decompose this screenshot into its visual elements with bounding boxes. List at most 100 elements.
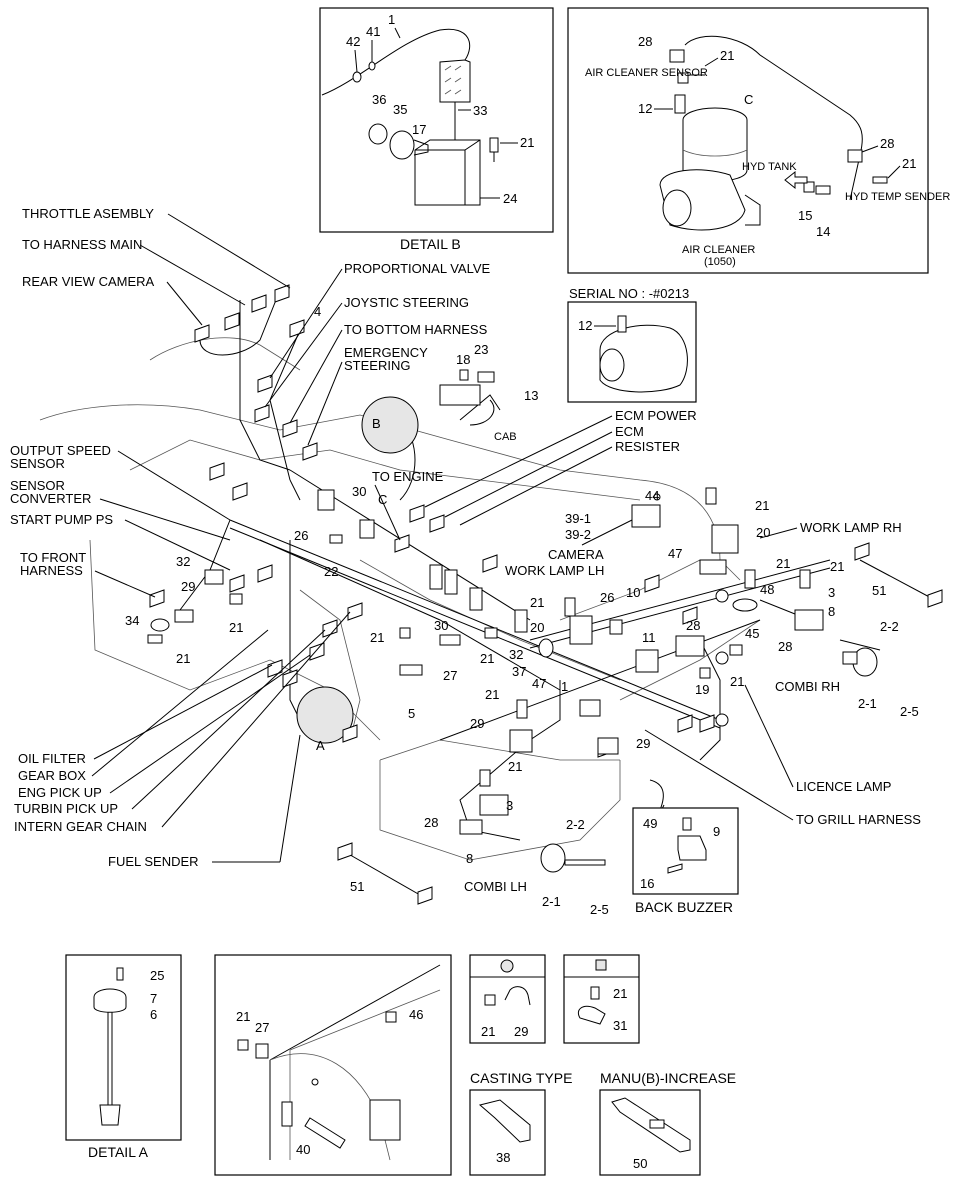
callout-35: 35: [393, 102, 407, 117]
callout-2-2b: 2-2: [566, 817, 585, 832]
callout-21k: 21: [730, 674, 744, 689]
label-work-lamp-rh: WORK LAMP RH: [800, 520, 902, 535]
callout-18: 18: [456, 352, 470, 367]
label-ecm: ECM: [615, 424, 644, 439]
callout-2-2a: 2-2: [880, 619, 899, 634]
callout-22: 22: [324, 564, 338, 579]
callout-29b: 29: [636, 736, 650, 751]
top-labels: PROPORTIONAL VALVE JOYSTIC STEERING TO B…: [264, 261, 491, 446]
label-oil-filter: OIL FILTER: [18, 751, 86, 766]
label-sensor-converter-1: SENSOR: [10, 478, 65, 493]
callout-44: 44: [645, 488, 659, 503]
label-c-top: C: [744, 92, 753, 107]
callout-17: 17: [412, 122, 426, 137]
detail-b-circle: [361, 396, 419, 454]
detail-a-circle: [296, 686, 354, 744]
hyd-temp-sender-label: HYD TEMP SENDER: [845, 191, 950, 203]
callout-5: 5: [408, 706, 415, 721]
callout-15: 15: [798, 208, 812, 223]
hyd-tank-label: HYD TANK: [742, 161, 797, 173]
callout-29c: 29: [470, 716, 484, 731]
air-cleaner-panel: 28 21 AIR CLEANER SENSOR 12 C 28 21 HYD …: [567, 7, 950, 274]
callout-21q: 21: [613, 986, 627, 1001]
callout-2-5a: 2-5: [900, 704, 919, 719]
callout-37: 37: [512, 664, 526, 679]
callout-36: 36: [372, 92, 386, 107]
label-licence-lamp: LICENCE LAMP: [796, 779, 891, 794]
label-gear-box: GEAR BOX: [18, 768, 86, 783]
callout-28a: 28: [638, 34, 652, 49]
label-joystic-steering: JOYSTIC STEERING: [344, 295, 469, 310]
callout-30b: 30: [434, 618, 448, 633]
callout-21o: 21: [236, 1009, 250, 1024]
label-rear-view-camera: REAR VIEW CAMERA: [22, 274, 155, 289]
detail-b-panel: 1 41 42 33 36 35 17 21 24 DETAIL B: [319, 7, 554, 252]
label-combi-lh: COMBI LH: [464, 879, 527, 894]
callout-19: 19: [695, 682, 709, 697]
callout-1-main: 1: [561, 679, 568, 694]
callout-50: 50: [633, 1156, 647, 1171]
left-labels: THROTTLE ASEMBLY TO HARNESS MAIN REAR VI…: [10, 206, 291, 598]
label-output-speed-sensor-2: SENSOR: [10, 456, 65, 471]
callout-21l: 21: [485, 687, 499, 702]
callout-26b: 26: [600, 590, 614, 605]
casting-type-title: CASTING TYPE: [470, 1070, 572, 1086]
callout-16: 16: [640, 876, 654, 891]
label-to-bottom-harness: TO BOTTOM HARNESS: [344, 322, 488, 337]
label-to-front-harness-1: TO FRONT: [20, 550, 86, 565]
callout-30a: 30: [352, 484, 366, 499]
callout-39-2: 39-2: [565, 527, 591, 542]
bottom-left-labels: OIL FILTER GEAR BOX ENG PICK UP TURBIN P…: [14, 611, 351, 869]
callout-21: 21: [520, 135, 534, 150]
manu-increase-title: MANU(B)-INCREASE: [600, 1070, 736, 1086]
callout-c-main: C: [378, 492, 387, 507]
callout-29d: 29: [514, 1024, 528, 1039]
label-sensor-converter-2: CONVERTER: [10, 491, 91, 506]
label-output-speed-sensor-1: OUTPUT SPEED: [10, 443, 111, 458]
label-turbin-pick-up: TURBIN PICK UP: [14, 801, 118, 816]
callout-48: 48: [760, 582, 774, 597]
callout-47b: 47: [532, 676, 546, 691]
callout-12b: 12: [578, 318, 592, 333]
callout-32b: 32: [509, 647, 523, 662]
clip-31-panel: 21 31: [563, 954, 640, 1044]
label-to-engine: TO ENGINE: [372, 469, 444, 484]
callout-21i: 21: [830, 559, 844, 574]
back-buzzer-title: BACK BUZZER: [635, 899, 733, 915]
callout-3a: 3: [828, 585, 835, 600]
callout-28b: 28: [880, 136, 894, 151]
callout-13: 13: [524, 388, 538, 403]
callout-32a: 32: [176, 554, 190, 569]
air-cleaner-sensor-label: AIR CLEANER SENSOR: [585, 67, 708, 79]
callout-31: 31: [613, 1018, 627, 1033]
callout-7: 7: [150, 991, 157, 1006]
label-cab: CAB: [494, 431, 517, 443]
callout-21c: 21: [229, 620, 243, 635]
callout-10: 10: [626, 585, 640, 600]
detail-b-title: DETAIL B: [400, 236, 461, 252]
manu-increase-panel: MANU(B)-INCREASE 50: [599, 1070, 736, 1176]
callout-20a: 20: [756, 525, 770, 540]
callout-49: 49: [643, 816, 657, 831]
callout-2-1b: 2-1: [542, 894, 561, 909]
back-buzzer-panel: 49 9 16 BACK BUZZER: [632, 807, 739, 915]
callout-6: 6: [150, 1007, 157, 1022]
callout-29a: 29: [181, 579, 195, 594]
air-cleaner-label: AIR CLEANER: [682, 244, 755, 256]
callout-21j: 21: [530, 595, 544, 610]
main-harness: [179, 289, 936, 896]
detail-a-title: DETAIL A: [88, 1144, 149, 1160]
callout-21b: 21: [902, 156, 916, 171]
callout-42: 42: [346, 34, 360, 49]
label-proportional-valve: PROPORTIONAL VALVE: [344, 261, 491, 276]
label-to-grill-harness: TO GRILL HARNESS: [796, 812, 921, 827]
callout-21m: 21: [508, 759, 522, 774]
air-cleaner-code: (1050): [704, 256, 736, 268]
label-emergency-steering-1: EMERGENCY: [344, 345, 428, 360]
label-b: B: [372, 416, 381, 431]
callout-25: 25: [150, 968, 164, 983]
callout-2-5b: 2-5: [590, 902, 609, 917]
label-emergency-steering-2: STEERING: [344, 358, 410, 373]
callout-39-1: 39-1: [565, 511, 591, 526]
label-to-front-harness-2: HARNESS: [20, 563, 83, 578]
